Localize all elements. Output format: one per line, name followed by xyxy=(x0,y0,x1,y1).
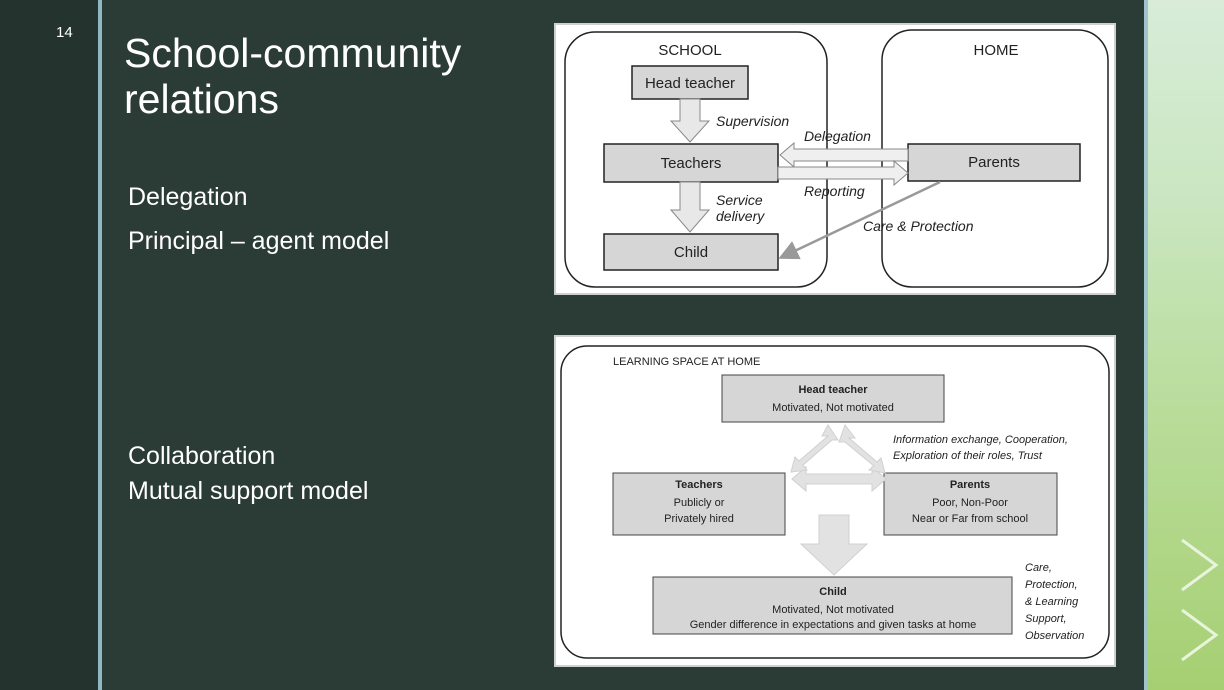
delegation-label: Delegation xyxy=(804,128,871,144)
care-label-4: Support, xyxy=(1025,613,1067,625)
slide-number: 14 xyxy=(56,24,73,41)
bullet-mutual-support: Mutual support model xyxy=(128,477,369,505)
child-title: Child xyxy=(819,586,847,598)
parents-box-2 xyxy=(883,472,1058,536)
head-teacher-label: Head teacher xyxy=(645,75,735,92)
care-protection-arrow xyxy=(778,180,941,260)
collaboration-arrows xyxy=(790,423,887,576)
child-box-2 xyxy=(652,576,1013,635)
care-protection-label: Care & Protection xyxy=(863,218,974,234)
home-label: HOME xyxy=(974,42,1019,59)
care-label-1: Care, xyxy=(1025,562,1052,574)
child-box xyxy=(603,233,779,271)
head-sub: Motivated, Not motivated xyxy=(772,402,894,414)
parents-sub-1: Poor, Non-Poor xyxy=(932,497,1008,509)
chevron-deco-icon xyxy=(1181,538,1219,662)
teachers-label: Teachers xyxy=(661,155,722,172)
delegation-arrow xyxy=(779,141,909,169)
title-line-1: School-community xyxy=(124,30,462,76)
bullet-delegation: Delegation xyxy=(128,183,248,211)
bullet-collaboration: Collaboration xyxy=(128,442,276,470)
left-band xyxy=(0,0,98,690)
supervision-arrow xyxy=(669,98,711,143)
care-label-2: Protection, xyxy=(1025,579,1078,591)
delegation-diagram: SCHOOL HOME Head teacher Supervision Tea… xyxy=(554,23,1116,295)
teachers-box-2 xyxy=(612,472,786,536)
down-to-child-arrow xyxy=(799,514,869,576)
service-label-2: delivery xyxy=(716,208,765,224)
reporting-label: Reporting xyxy=(804,183,865,199)
teachers-title: Teachers xyxy=(675,479,723,491)
service-label-1: Service xyxy=(716,192,763,208)
teachers-box xyxy=(603,143,779,183)
child-label: Child xyxy=(674,244,708,261)
care-label-5: Observation xyxy=(1025,630,1084,642)
title-line-2: relations xyxy=(124,76,279,122)
collaboration-diagram: LEARNING SPACE AT HOME Head teacher Moti… xyxy=(554,335,1116,667)
parents-label: Parents xyxy=(968,154,1020,171)
accent-rule xyxy=(98,0,102,690)
head-title: Head teacher xyxy=(798,384,868,396)
reporting-arrow xyxy=(777,159,909,187)
teachers-sub-1: Publicly or xyxy=(674,497,725,509)
child-sub-2: Gender difference in expectations and gi… xyxy=(690,619,977,631)
head-teacher-box-2 xyxy=(721,374,945,423)
teachers-parents-arrow xyxy=(791,465,887,493)
parents-head-arrow xyxy=(838,423,886,474)
parents-title: Parents xyxy=(950,479,990,491)
parents-box xyxy=(907,143,1081,182)
bullet-principal-agent: Principal – agent model xyxy=(128,227,390,255)
learning-space-label: LEARNING SPACE AT HOME xyxy=(613,356,760,368)
service-arrow xyxy=(669,181,711,233)
side-strip xyxy=(1144,0,1148,690)
slide-title: School-community relations xyxy=(124,30,544,122)
school-label: SCHOOL xyxy=(658,42,721,59)
supervision-label: Supervision xyxy=(716,113,789,129)
teachers-sub-2: Privately hired xyxy=(664,513,734,525)
care-label-3: & Learning xyxy=(1025,596,1079,608)
info-label-1: Information exchange, Cooperation, xyxy=(893,434,1068,446)
decorative-side-panel xyxy=(1144,0,1224,690)
parents-sub-2: Near or Far from school xyxy=(912,513,1028,525)
info-label-2: Exploration of their roles, Trust xyxy=(893,450,1043,462)
child-sub-1: Motivated, Not motivated xyxy=(772,604,894,616)
teachers-head-arrow xyxy=(790,424,839,473)
